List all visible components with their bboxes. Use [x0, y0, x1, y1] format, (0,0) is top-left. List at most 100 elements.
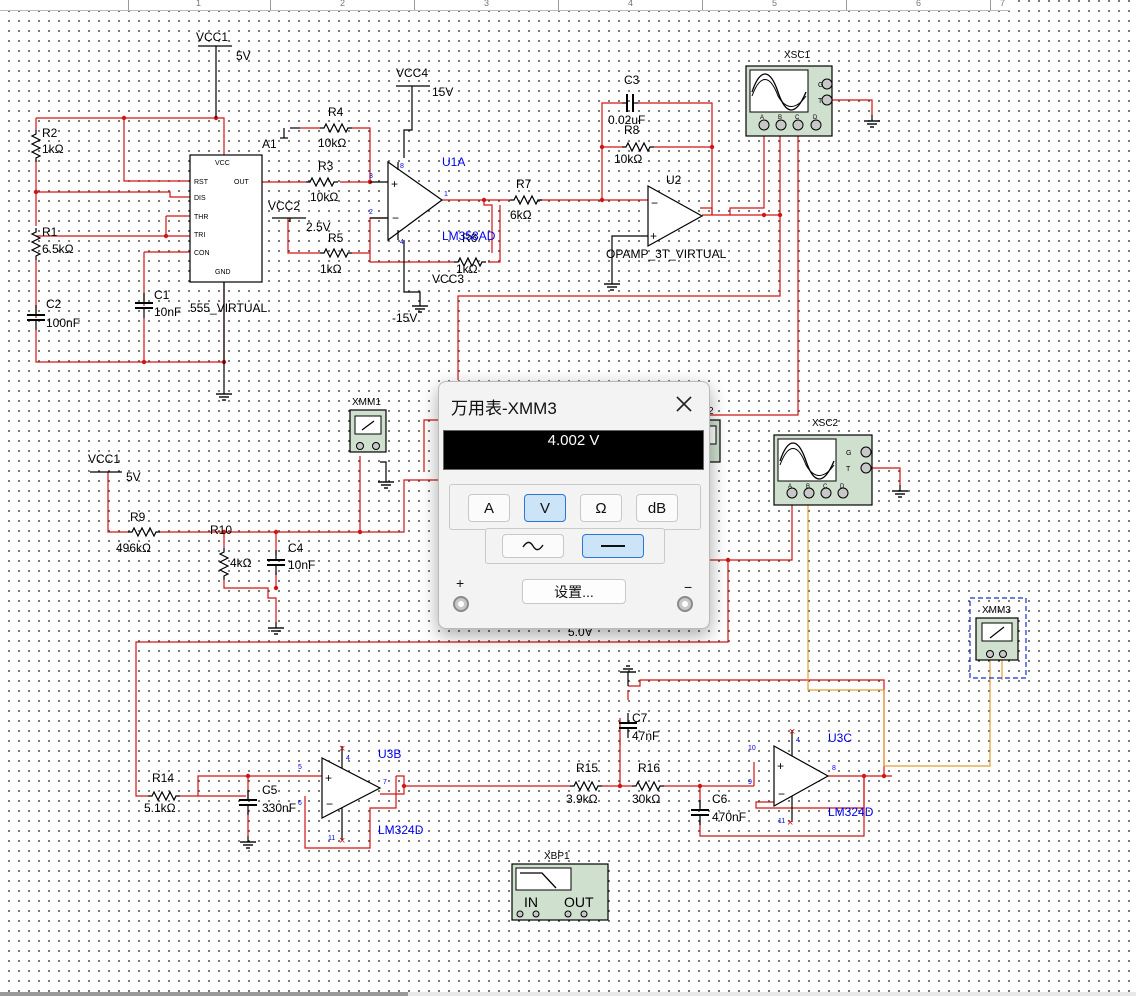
resistor-r2[interactable]	[31, 129, 41, 163]
svg-text:−: −	[392, 211, 399, 225]
r15-value: 3.9kΩ	[566, 792, 598, 806]
a1-label: A1	[262, 137, 277, 151]
c4-name: C4	[288, 541, 304, 555]
resistor-r1[interactable]	[31, 227, 41, 261]
ruler-tick	[128, 0, 129, 10]
r6-value: 1kΩ	[456, 262, 478, 276]
ruler-tick	[702, 0, 703, 10]
ac-mode-button[interactable]	[502, 534, 564, 558]
vcc1-mid-label: VCC1	[88, 452, 120, 466]
r10-value: 4kΩ	[230, 556, 252, 570]
svg-text:−: −	[326, 797, 333, 811]
u3b-name: U3B	[378, 747, 401, 761]
close-button[interactable]	[667, 388, 701, 420]
r9-name: R9	[130, 510, 146, 524]
resistor-r7[interactable]	[509, 195, 543, 205]
pin-number: 4	[796, 737, 800, 744]
svg-text:+: +	[325, 771, 332, 785]
pin-number: 5	[298, 764, 302, 771]
mode-voltmeter-button[interactable]: V	[524, 494, 566, 522]
multimeter-xmm1[interactable]	[349, 409, 387, 453]
r14-value: 5.1kΩ	[144, 801, 176, 815]
positive-terminal-label: +	[456, 575, 465, 591]
ruler-number: 5	[772, 0, 778, 8]
svg-text:+: +	[777, 759, 784, 773]
ruler-number: 4	[628, 0, 634, 8]
r2-value: 1kΩ	[42, 142, 64, 156]
mode-db-button[interactable]: dB	[636, 494, 678, 522]
negative-terminal-icon[interactable]	[677, 596, 693, 612]
vcc3-label: VCC3	[432, 272, 464, 286]
u3c-model: LM324D	[828, 805, 874, 819]
xsc1-g: G	[818, 82, 823, 89]
resistor-r5[interactable]	[319, 248, 353, 258]
capacitor-c5[interactable]	[238, 789, 258, 816]
opamp-u2[interactable]: − +	[647, 184, 704, 248]
opamp-u3c[interactable]: + − × × 10 9 8 4 11	[748, 726, 836, 829]
negative-terminal-label: −	[684, 579, 693, 595]
resistor-r14[interactable]	[147, 791, 181, 801]
ground-symbols	[215, 114, 909, 849]
reading-display: 4.002 V	[443, 430, 704, 470]
dc-mode-button[interactable]	[582, 534, 644, 558]
timer-label: 555_VIRTUAL	[190, 301, 267, 315]
r6-name: R6	[462, 231, 478, 245]
scrollbar-thumb[interactable]	[0, 992, 408, 996]
pin-number: 6	[298, 800, 302, 807]
c3-name: C3	[624, 73, 640, 87]
resistor-r10[interactable]	[219, 547, 229, 581]
oscilloscope-xsc1[interactable]	[745, 65, 833, 137]
r7-value: 6kΩ	[510, 208, 532, 222]
ruler-number: 7	[1000, 0, 1006, 8]
multimeter-dialog[interactable]: 万用表-XMM3 4.002 V A V Ω dB 设置... + −	[438, 381, 710, 629]
resistor-r9[interactable]	[127, 527, 161, 537]
multimeter-xmm3[interactable]	[969, 597, 1027, 679]
r4-name: R4	[328, 105, 344, 119]
resistor-r4[interactable]	[319, 123, 353, 133]
close-icon	[676, 396, 692, 412]
resistor-r16[interactable]	[631, 781, 665, 791]
pin-number: 9	[748, 779, 752, 786]
xsc1-t: T	[818, 98, 823, 105]
resistor-r15[interactable]	[569, 781, 603, 791]
u3c-name: U3C	[828, 731, 852, 745]
vcc2-label: VCC2	[268, 199, 300, 213]
pin-number: 8	[832, 765, 836, 772]
oscilloscope-xsc2[interactable]	[773, 434, 873, 506]
resistor-r8[interactable]	[621, 142, 655, 152]
settings-button[interactable]: 设置...	[522, 579, 626, 604]
svg-text:+: +	[391, 177, 398, 191]
mode-ohmmeter-button[interactable]: Ω	[580, 494, 622, 522]
opamp-u3b[interactable]: + − × × 5 6 7 4 11	[298, 743, 387, 847]
capacitor-c3[interactable]	[622, 94, 638, 112]
vcc1-value: 5V	[236, 49, 251, 63]
ruler-number: 3	[484, 0, 490, 8]
bode-plotter-xbp1[interactable]	[511, 863, 609, 921]
pin-number: 11	[778, 818, 785, 825]
pin-label: RST	[194, 179, 209, 186]
xbp1-out-label: OUT	[564, 894, 594, 910]
svg-text:×: ×	[789, 726, 795, 738]
capacitor-c4[interactable]	[266, 549, 286, 576]
c5-name: C5	[262, 783, 278, 797]
opamp-u1a[interactable]	[370, 160, 444, 242]
r5-name: R5	[328, 231, 344, 245]
sine-wave-icon	[522, 541, 544, 551]
reading-value: 4.002 V	[547, 432, 600, 449]
positive-terminal-icon[interactable]	[453, 596, 469, 612]
capacitor-c6[interactable]	[690, 799, 710, 826]
pin-number: 1	[444, 191, 448, 198]
svg-text:×: ×	[787, 817, 793, 829]
resistor-r3[interactable]	[305, 177, 339, 187]
pin-number: 2	[369, 209, 373, 216]
xbp1-label: XBP1	[544, 851, 570, 862]
timer-555[interactable]: VCC RST OUT DIS THR TRI CON GND 555_VIRT…	[189, 154, 267, 315]
mode-ammeter-button[interactable]: A	[468, 494, 510, 522]
opamp-u1a-signs: +− 3 2 1 8 4	[369, 163, 448, 246]
vcc3-value: -15V	[392, 311, 417, 325]
horizontal-scrollbar[interactable]	[0, 992, 1136, 996]
pin-number: 7	[383, 779, 387, 786]
u1a-name: U1A	[442, 155, 465, 169]
u2-name: U2	[666, 173, 682, 187]
